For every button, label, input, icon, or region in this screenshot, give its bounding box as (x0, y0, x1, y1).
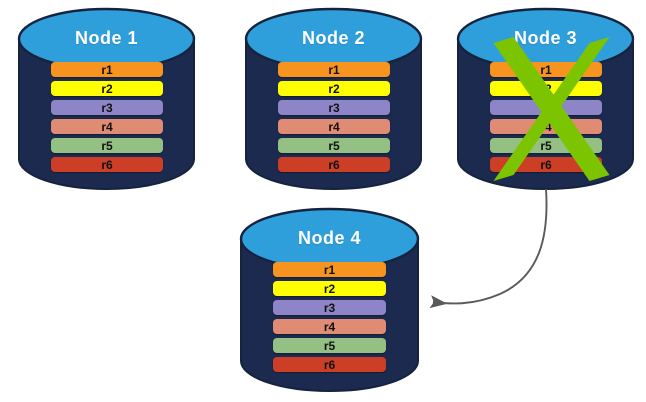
node-4-row-r3[interactable]: r3 (273, 300, 386, 315)
row-label: r5 (328, 138, 340, 153)
node-2-title: Node 2 (301, 28, 365, 48)
row-label: r1 (323, 262, 336, 277)
node-4[interactable]: Node 4 r1 r2 r3 r4 r5 r6 (239, 207, 420, 392)
row-label: r6 (323, 357, 336, 372)
cylinder-body (240, 238, 419, 392)
row-label: r2 (323, 281, 336, 296)
node-4-row-r6[interactable]: r6 (273, 357, 386, 372)
row-label: r2 (101, 81, 113, 96)
node-1-row-r5[interactable]: r5 (51, 138, 163, 153)
row-label: r4 (328, 119, 340, 134)
row-label: r6 (328, 157, 340, 172)
node-1-row-r2[interactable]: r2 (51, 81, 163, 96)
node-3-row-r4[interactable]: r4 (490, 119, 602, 134)
row-label: r2 (328, 81, 340, 96)
row-label: r1 (328, 62, 340, 77)
node-3-rows: r1 r2 r3 r4 r5 r6 (490, 62, 602, 172)
node-3-row-r6[interactable]: r6 (490, 157, 602, 172)
node-2-row-r5[interactable]: r5 (278, 138, 390, 153)
node-4-row-r4[interactable]: r4 (273, 319, 386, 334)
node-3-row-r2[interactable]: r2 (490, 81, 602, 96)
node-4-title: Node 4 (297, 228, 361, 248)
row-label: r5 (323, 338, 336, 353)
cylinder-shape (239, 207, 420, 392)
node-2-rows: r1 r2 r3 r4 r5 r6 (278, 62, 390, 172)
node-4-row-r1[interactable]: r1 (273, 262, 386, 277)
node-3[interactable]: Node 3 r1 r2 r3 r4 r5 r6 (456, 7, 635, 190)
node-1[interactable]: Node 1 r1 r2 r3 r4 r5 r6 (17, 7, 196, 190)
node-4-row-r2[interactable]: r2 (273, 281, 386, 296)
row-label: r5 (101, 138, 113, 153)
node-1-row-r1[interactable]: r1 (51, 62, 163, 77)
row-label: r1 (540, 62, 552, 77)
node-1-row-r3[interactable]: r3 (51, 100, 163, 115)
row-label: r4 (101, 119, 113, 134)
node-2-row-r3[interactable]: r3 (278, 100, 390, 115)
row-label: r5 (540, 138, 552, 153)
row-label: r4 (323, 319, 336, 334)
node-3-row-r3[interactable]: r3 (490, 100, 602, 115)
node-1-row-r6[interactable]: r6 (51, 157, 163, 172)
row-label: r3 (323, 300, 336, 315)
node-3-title: Node 3 (513, 28, 577, 48)
row-label: r4 (540, 119, 552, 134)
node-1-row-r4[interactable]: r4 (51, 119, 163, 134)
node-4-row-r5[interactable]: r5 (273, 338, 386, 353)
row-label: r3 (328, 100, 340, 115)
node-1-rows: r1 r2 r3 r4 r5 r6 (51, 62, 163, 172)
row-label: r2 (540, 81, 552, 96)
node-2-row-r1[interactable]: r1 (278, 62, 390, 77)
node-2[interactable]: Node 2 r1 r2 r3 r4 r5 r6 (244, 7, 423, 190)
row-label: r3 (540, 100, 552, 115)
row-label: r3 (101, 100, 113, 115)
row-label: r1 (101, 62, 113, 77)
row-label: r6 (540, 157, 552, 172)
node-2-row-r4[interactable]: r4 (278, 119, 390, 134)
node-1-title: Node 1 (74, 28, 138, 48)
node-2-row-r2[interactable]: r2 (278, 81, 390, 96)
node-3-row-r1[interactable]: r1 (490, 62, 602, 77)
row-label: r6 (101, 157, 113, 172)
node-2-row-r6[interactable]: r6 (278, 157, 390, 172)
node-4-rows: r1 r2 r3 r4 r5 r6 (273, 262, 386, 372)
node-3-row-r5[interactable]: r5 (490, 138, 602, 153)
